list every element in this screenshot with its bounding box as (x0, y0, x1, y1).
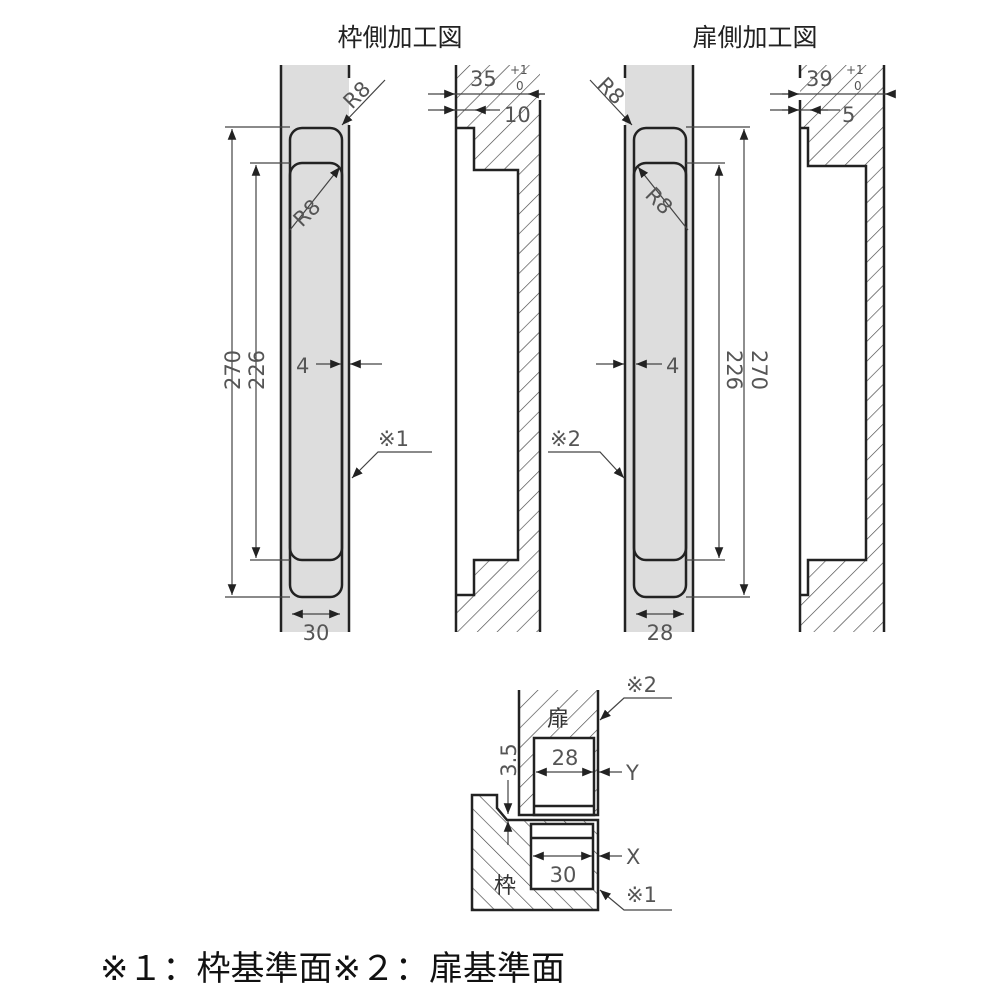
frame-section-view: 35 +1 0 10 (428, 63, 545, 632)
door-section-view: 39 +1 0 5 (770, 63, 896, 632)
caption: ※１：枠基準面※２：扉基準面 (100, 949, 565, 989)
door-radius-top: R8 (592, 73, 629, 110)
frame-section-dim-10: 10 (504, 103, 531, 127)
door-dim-270: 270 (747, 350, 771, 390)
assembly-label-y: Y (625, 761, 639, 785)
frame-dim-30: 30 (303, 621, 330, 645)
frame-front-view: 270 226 R8 R8 4 ※1 30 (221, 65, 432, 645)
door-front-view: 226 270 R8 R8 4 ※2 28 (548, 65, 771, 645)
door-section-tol-zero: 0 (854, 79, 862, 93)
door-dim-28: 28 (647, 621, 674, 645)
frame-section-tol-zero: 0 (516, 79, 524, 93)
assembly-ref-2: ※2 (626, 673, 657, 697)
frame-dim-226: 226 (245, 350, 269, 390)
frame-section-tol-plus: +1 (510, 63, 528, 77)
door-section-dim-5: 5 (842, 103, 855, 127)
assembly-dim-28: 28 (552, 746, 579, 770)
door-section-tol-plus: +1 (846, 63, 864, 77)
assembly-section: 扉 枠 3.5 28 Y 30 X ※2 ※1 (470, 673, 672, 912)
frame-section-dim-35: 35 (470, 67, 497, 91)
frame-dim-270: 270 (221, 350, 245, 390)
door-label: 扉 (547, 707, 569, 732)
frame-ref-mark: ※1 (378, 427, 409, 451)
assembly-ref-1: ※1 (626, 883, 657, 907)
door-side-title: 扉側加工図 (692, 23, 817, 52)
door-dim-4: 4 (666, 354, 679, 378)
assembly-dim-30: 30 (550, 863, 577, 887)
assembly-label-x: X (626, 845, 640, 869)
door-dim-226: 226 (722, 350, 746, 390)
assembly-dim-3-5: 3.5 (497, 743, 521, 776)
door-section-dim-39: 39 (806, 67, 833, 91)
frame-dim-4: 4 (296, 354, 309, 378)
frame-side-title: 枠側加工図 (337, 23, 462, 52)
door-ref-mark: ※2 (550, 427, 581, 451)
frame-label: 枠 (494, 874, 516, 899)
